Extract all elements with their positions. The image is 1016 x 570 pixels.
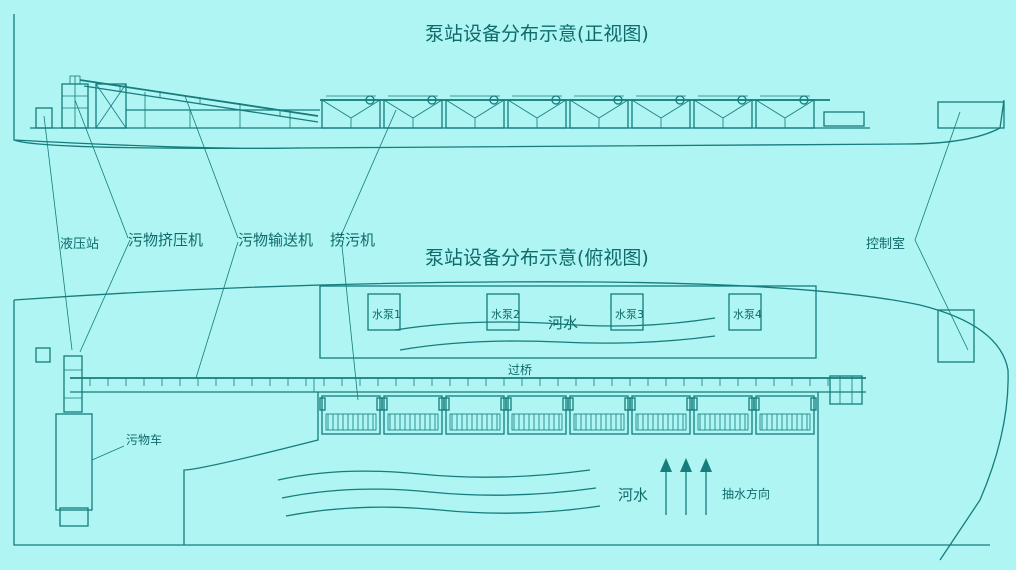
front-view <box>13 14 1005 149</box>
label-bridge: 过桥 <box>508 363 532 377</box>
pump-label: 水泵4 <box>733 308 762 321</box>
top-trash-rake-modules <box>319 395 817 435</box>
top-compressor <box>63 355 83 413</box>
intake-channel <box>183 392 819 545</box>
pumping-direction-arrows <box>660 458 712 515</box>
front-rake-end <box>823 111 865 127</box>
pump-3: 水泵3 <box>610 293 644 331</box>
front-view-title: 泵站设备分布示意(正视图) <box>425 23 649 45</box>
label-pumping-direction: 抽水方向 <box>722 486 770 501</box>
label-sewage-compressor: 污物挤压机 <box>128 231 203 249</box>
top-rake-module <box>319 395 383 435</box>
top-control-room-box <box>937 309 975 363</box>
top-rake-module <box>505 395 569 435</box>
front-compressor <box>61 75 89 129</box>
leader-lines <box>43 95 969 401</box>
top-view-title: 泵站设备分布示意(俯视图) <box>425 247 649 269</box>
front-conveyor-frame <box>95 83 320 129</box>
label-river-water-lower: 河水 <box>618 486 648 504</box>
top-hydraulic-station-box <box>35 347 51 363</box>
top-rake-module <box>691 395 755 435</box>
pumps: 水泵1 水泵2 水泵3 水泵4 <box>367 293 762 331</box>
pump-2: 水泵2 <box>486 293 520 331</box>
top-rake-module <box>381 395 445 435</box>
label-trash-rake: 捞污机 <box>330 231 375 249</box>
top-rake-module <box>443 395 507 435</box>
conveyor-rollers <box>89 378 829 386</box>
front-view-outline <box>13 14 1005 149</box>
upper-water-waves <box>394 317 716 351</box>
top-view-outline <box>13 281 1009 561</box>
top-rake-module <box>629 395 693 435</box>
pump-label: 水泵3 <box>615 308 644 321</box>
pump-label: 水泵2 <box>491 308 520 321</box>
lower-water-waves <box>277 469 601 517</box>
label-sewage-truck: 污物车 <box>126 432 162 447</box>
sewage-truck <box>55 413 125 527</box>
label-hydraulic-station: 液压站 <box>60 237 99 252</box>
top-rake-module <box>753 395 817 435</box>
pump-1: 水泵1 <box>367 293 401 331</box>
pump-4: 水泵4 <box>728 293 762 331</box>
label-river-water-upper: 河水 <box>548 314 578 332</box>
label-control-room: 控制室 <box>866 236 905 252</box>
pump-pit <box>319 285 817 359</box>
pump-label: 水泵1 <box>372 308 401 321</box>
front-inclined-conveyor <box>79 79 319 123</box>
top-rake-module <box>567 395 631 435</box>
label-sewage-conveyor: 污物输送机 <box>238 231 313 249</box>
front-control-room-box <box>937 101 1005 129</box>
front-hydraulic-station-box <box>35 107 53 129</box>
